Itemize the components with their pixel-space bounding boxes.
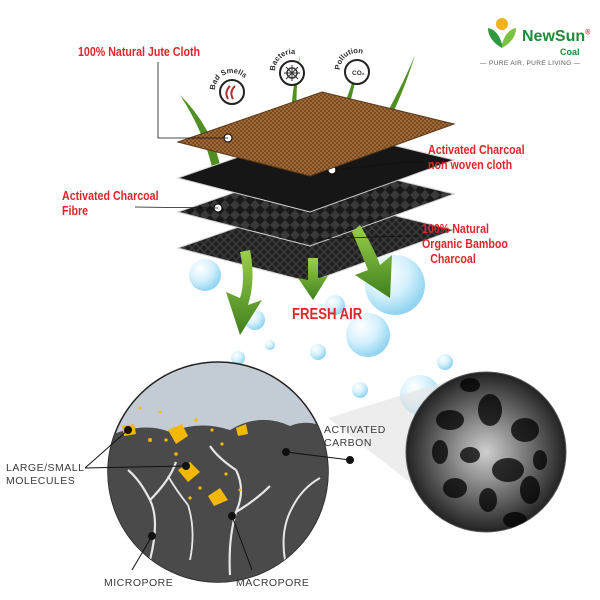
label-activated-line2: CARBON xyxy=(324,437,372,449)
carbon-leader-lines xyxy=(84,426,354,571)
fresh-air-label: FRESH AIR xyxy=(292,306,363,323)
activated-carbon-closeup xyxy=(107,361,329,583)
green-flow-arrows xyxy=(226,225,392,335)
sun-leaf-icon xyxy=(488,18,516,48)
label-molecules-line2: MOLECULES xyxy=(6,475,76,487)
brand-tagline: — PURE AIR, PURE LIVING — xyxy=(480,60,581,67)
brand-logo xyxy=(478,8,598,68)
pollution-icon xyxy=(344,59,370,85)
bacteria-icon xyxy=(279,60,305,86)
brand-sub: Coal xyxy=(560,47,580,57)
label-bamboo-line2: Organic Bamboo xyxy=(422,236,508,251)
label-micropore: MICROPORE xyxy=(104,577,174,589)
label-activated-line1: ACTIVATED xyxy=(324,424,386,436)
label-molecules: LARGE/SMALL MOLECULES xyxy=(6,462,84,488)
layer-jute-cloth xyxy=(176,91,456,177)
registered-mark: ® xyxy=(585,29,591,37)
brand-name: NewSun® xyxy=(522,28,591,45)
label-charcoal-cloth-line2: non woven cloth xyxy=(428,157,513,172)
label-bamboo-line3: Charcoal xyxy=(430,251,476,266)
label-charcoal-fibre: Activated Charcoal Fibre xyxy=(62,188,159,218)
label-molecules-line1: LARGE/SMALL xyxy=(6,462,85,474)
carbon-micrograph xyxy=(328,371,567,533)
label-bamboo-line1: 100% Natural xyxy=(422,221,489,236)
label-charcoal-fibre-line1: Activated Charcoal xyxy=(62,188,159,203)
label-activated-carbon: ACTIVATED CARBON xyxy=(324,424,386,450)
label-macropore: MACROPORE xyxy=(236,577,310,589)
bad-smells-icon xyxy=(219,79,245,105)
leader-lines xyxy=(134,62,428,240)
label-charcoal-fibre-line2: Fibre xyxy=(62,203,89,218)
label-charcoal-cloth-line1: Activated Charcoal xyxy=(428,142,525,157)
pollution-symbol: CO₂ xyxy=(352,70,365,77)
label-charcoal-cloth: Activated Charcoal non woven cloth xyxy=(428,142,525,172)
label-jute-cloth: 100% Natural Jute Cloth xyxy=(78,44,201,59)
label-bamboo-charcoal: 100% Natural Organic Bamboo Charcoal xyxy=(422,221,508,266)
